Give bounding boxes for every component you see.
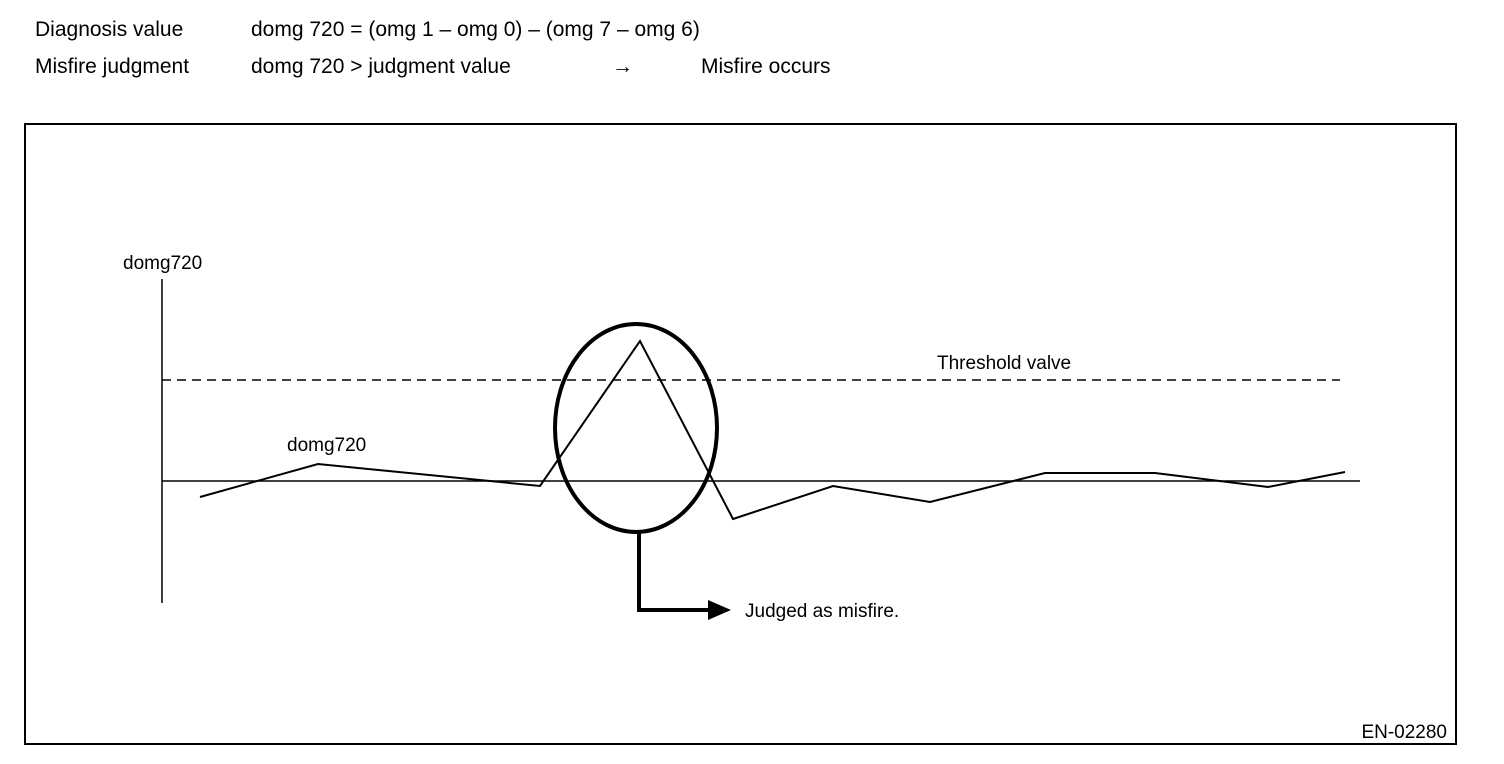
misfire-callout-text: Judged as misfire.: [745, 601, 899, 622]
y-axis-label: domg720: [123, 253, 202, 274]
threshold-label: Threshold valve: [937, 353, 1071, 374]
diagram-frame: [24, 123, 1457, 745]
misfire-judgment-result: Misfire occurs: [701, 55, 831, 78]
diagnosis-value-label: Diagnosis value: [35, 18, 184, 41]
domg720-signal-trace: [199, 339, 1346, 521]
misfire-callout-leader: [637, 532, 710, 612]
diagnosis-value-formula: domg 720 = (omg 1 – omg 0) – (omg 7 – om…: [251, 18, 700, 41]
right-arrow-icon: →: [612, 55, 633, 78]
misfire-judgment-label: Misfire judgment: [35, 55, 190, 78]
misfire-callout-arrowhead: [708, 600, 731, 620]
misfire-judgment-condition: domg 720 > judgment value: [251, 55, 511, 78]
misfire-highlight-ellipse: [553, 322, 719, 534]
figure-code: EN-02280: [1361, 722, 1447, 743]
signal-label: domg720: [287, 435, 366, 456]
